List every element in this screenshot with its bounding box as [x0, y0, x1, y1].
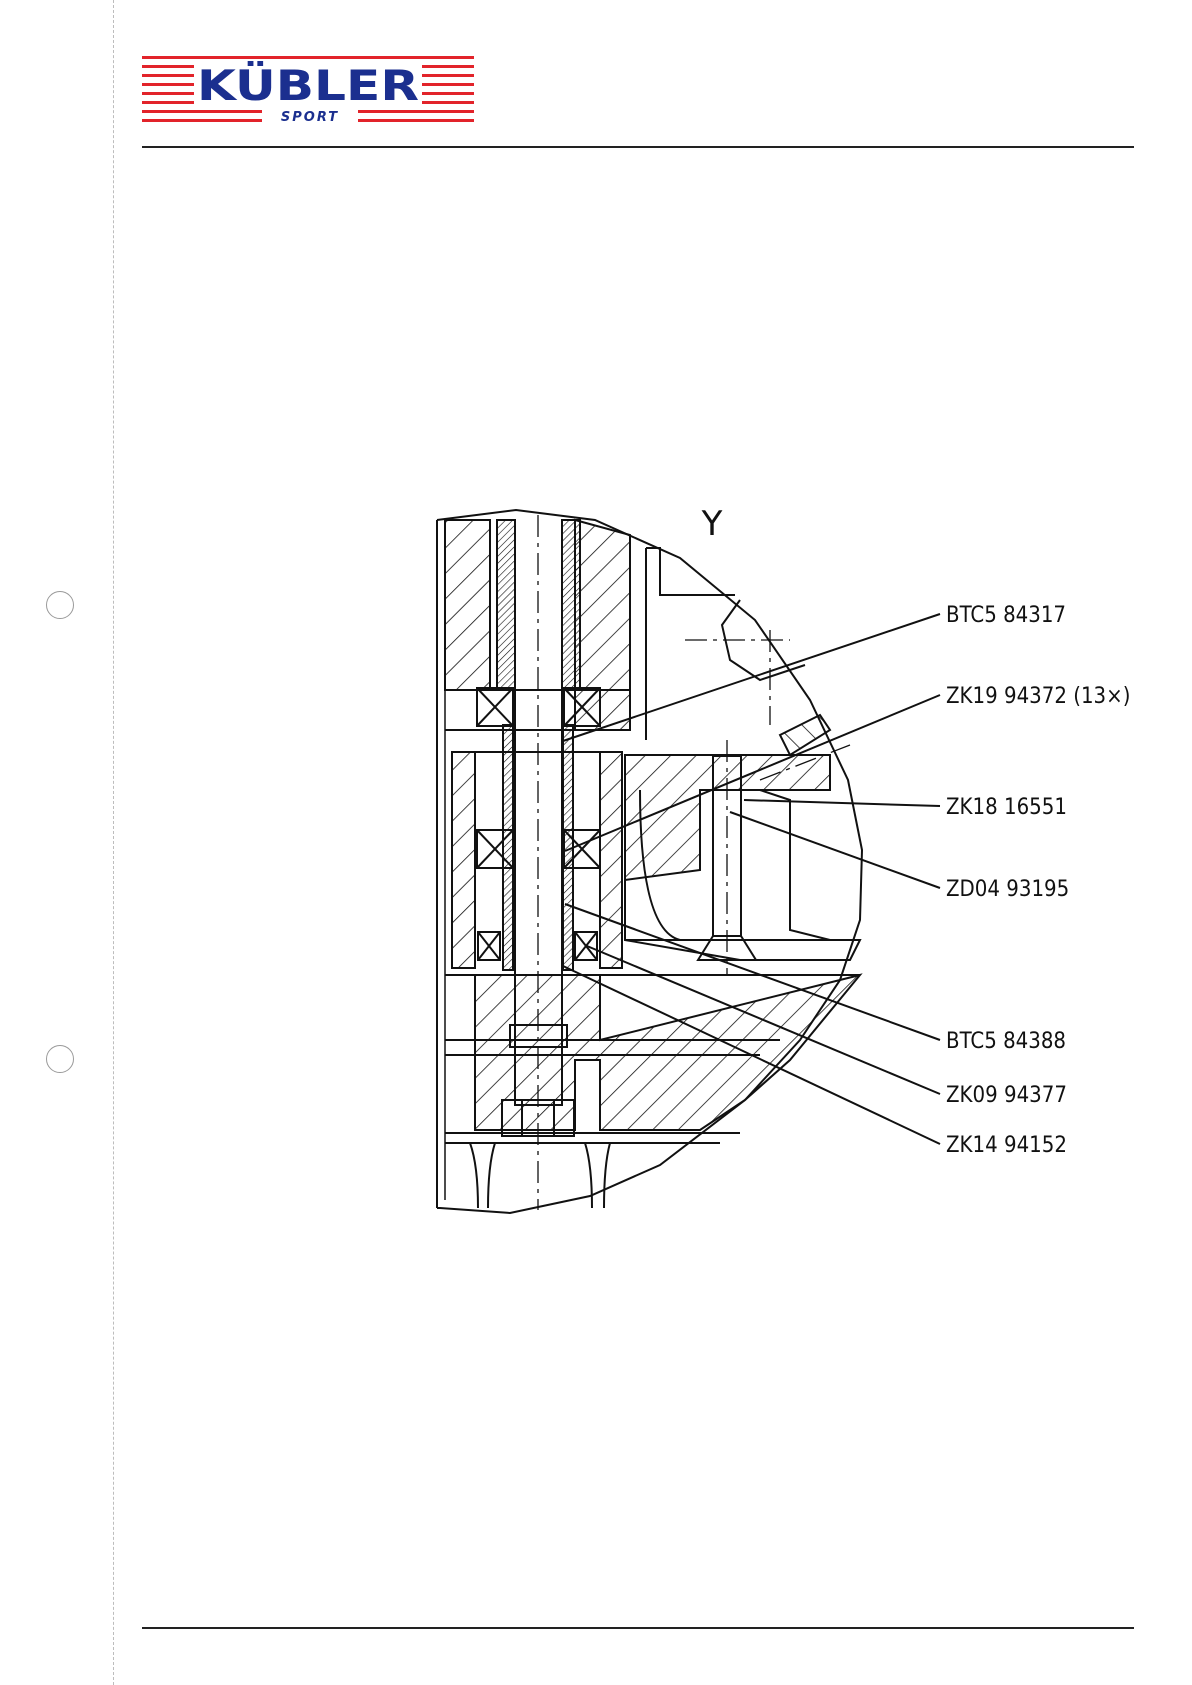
- callout-zk19-94372: ZK19 94372 (13×): [946, 684, 1130, 709]
- middle-housing-left: [452, 752, 475, 968]
- view-label: Y: [701, 504, 723, 544]
- callout-zd04-93195: ZD04 93195: [946, 877, 1069, 902]
- callout-zk18-16551: ZK18 16551: [946, 795, 1067, 820]
- callout-btc5-84317: BTC5 84317: [946, 603, 1066, 628]
- drawing-geometry: [437, 510, 862, 1213]
- middle-housing-right: [600, 752, 622, 968]
- callout-zk09-94377: ZK09 94377: [946, 1083, 1067, 1108]
- lower-housing: [475, 975, 860, 1130]
- callout-labels: BTC5 84317 ZK19 94372 (13×) ZK18 16551 Z…: [946, 603, 1130, 1158]
- callout-zk14-94152: ZK14 94152: [946, 1133, 1067, 1158]
- callout-btc5-84388: BTC5 84388: [946, 1029, 1066, 1054]
- upper-housing: [445, 520, 490, 690]
